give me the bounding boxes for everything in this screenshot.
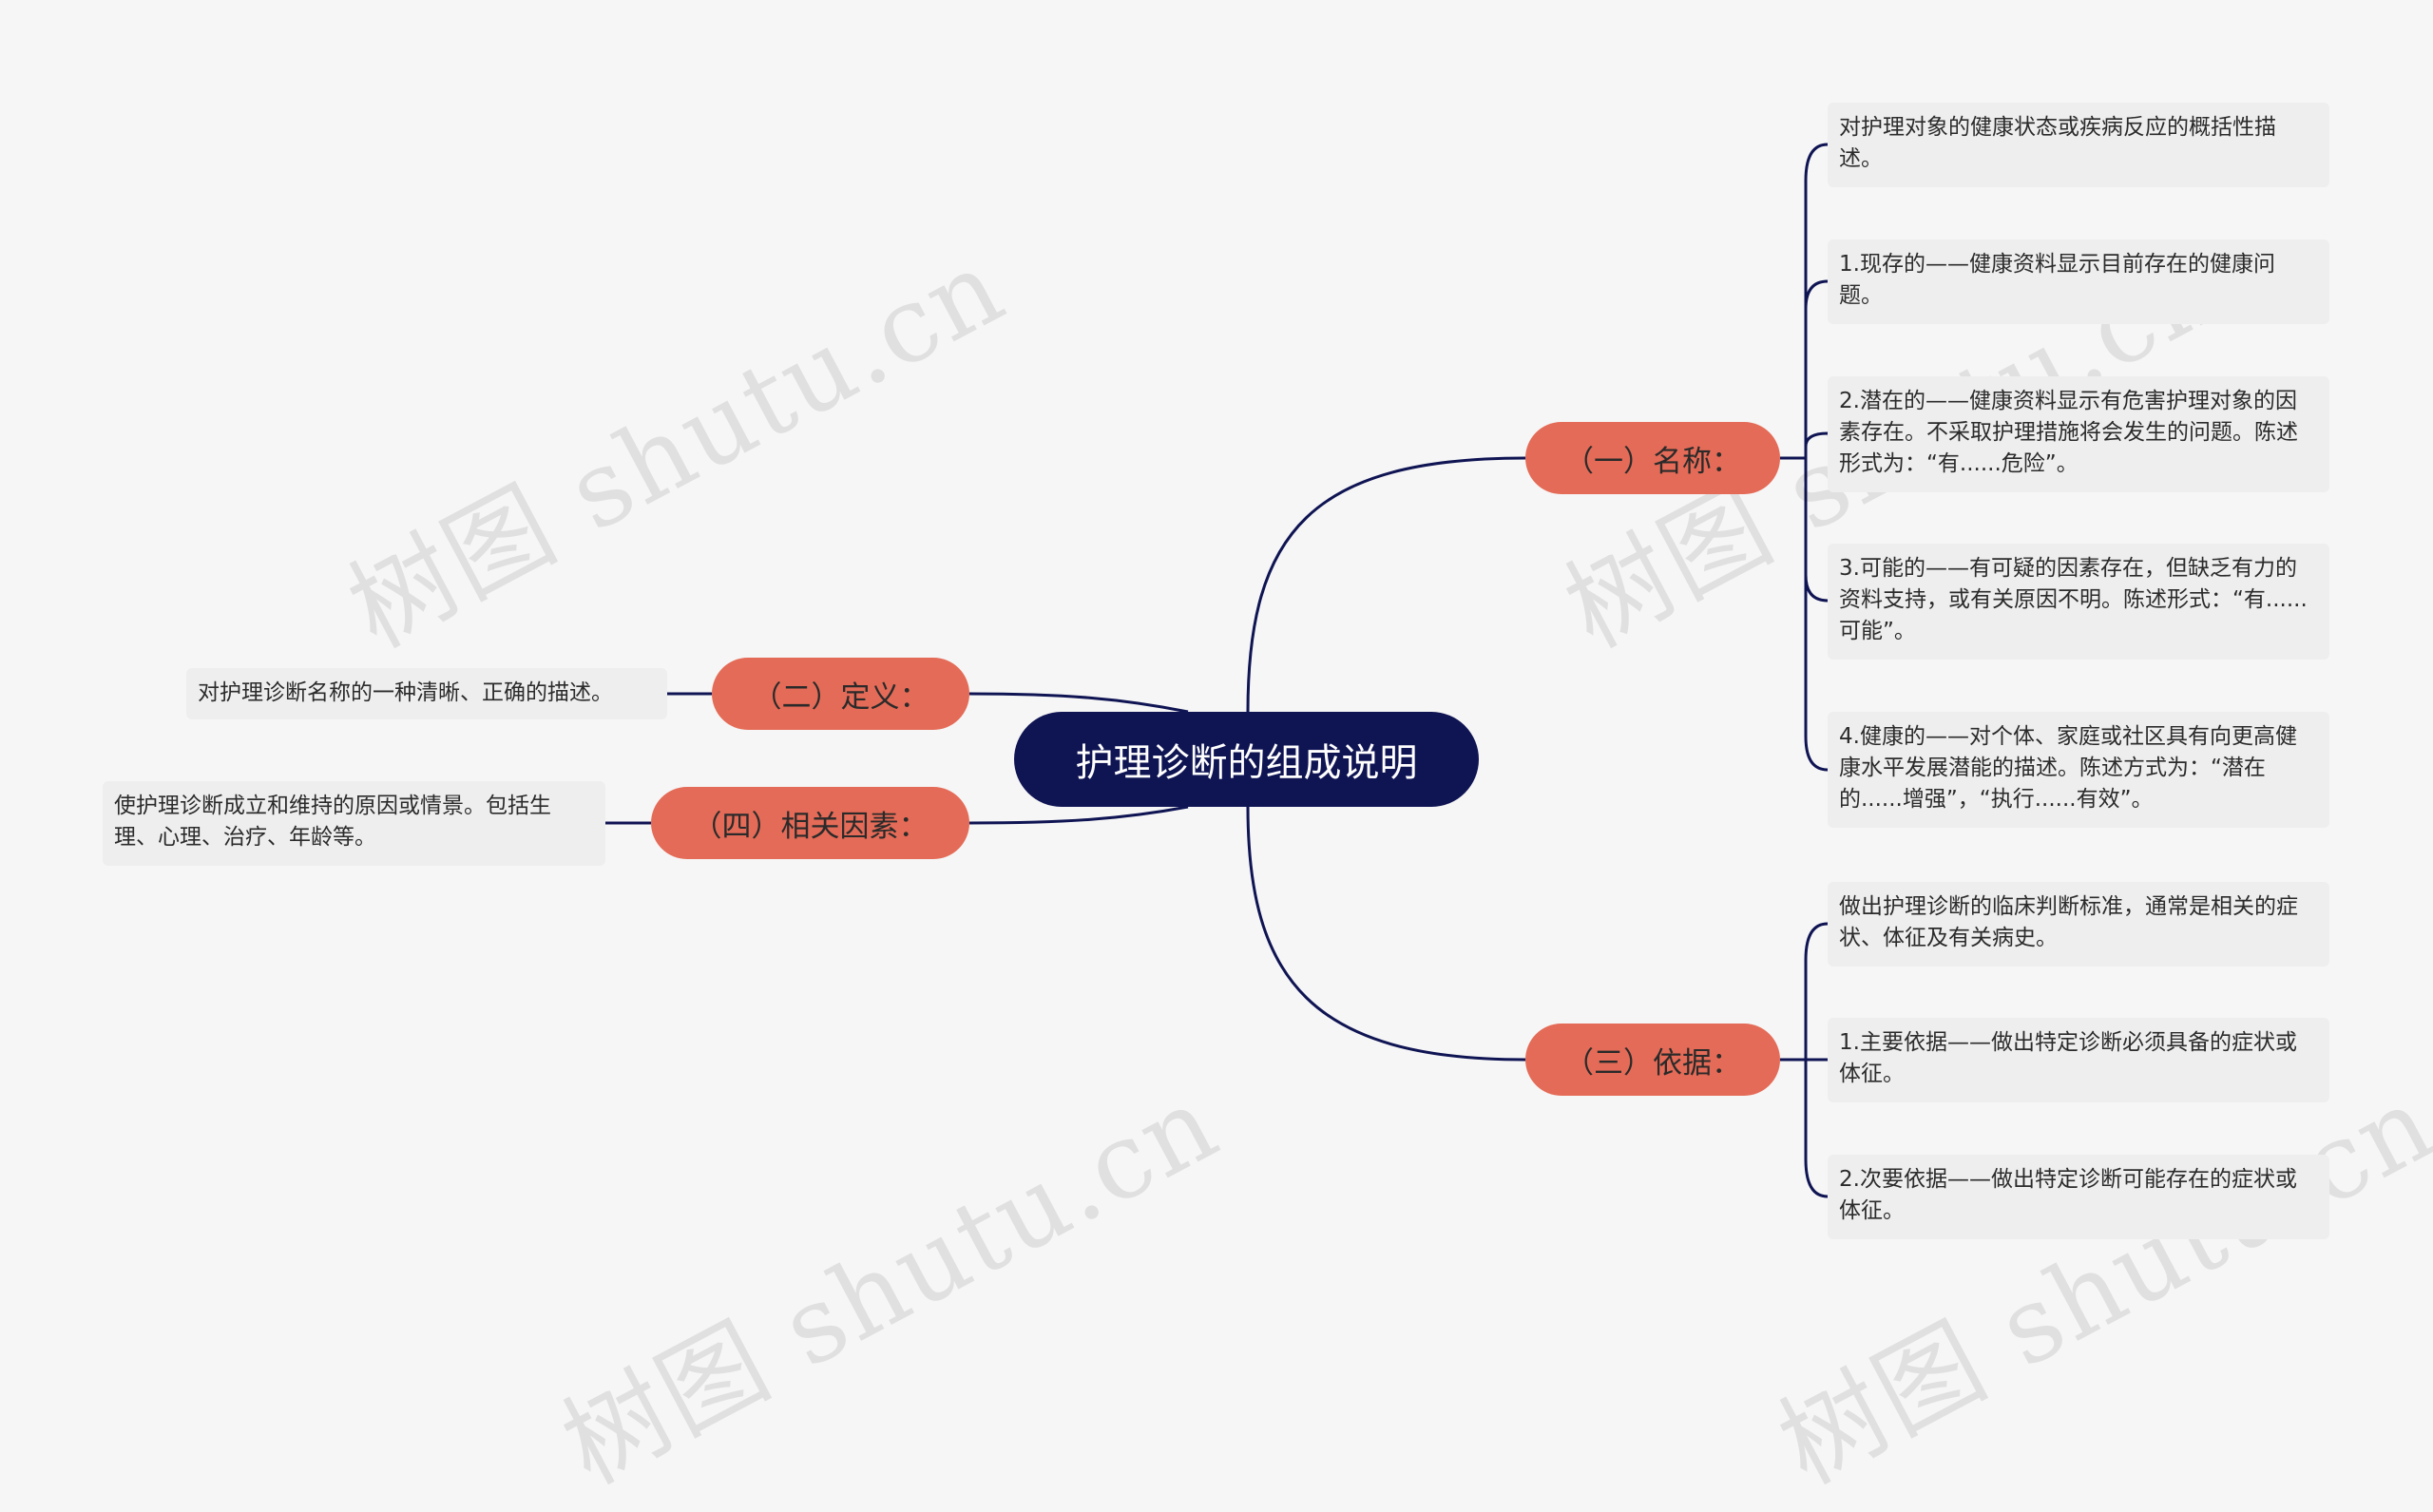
connector-root-basis	[1246, 806, 1526, 1062]
connector-basis-leaf-1	[1804, 922, 1829, 1060]
root-topic[interactable]: 护理诊断的组成说明	[1014, 712, 1479, 807]
branch-name[interactable]: （一）名称：	[1525, 422, 1780, 494]
leaf-name-1[interactable]: 对护理对象的健康状态或疾病反应的概括性描述。	[1828, 103, 2329, 187]
connector-root-definition	[968, 692, 1189, 714]
connector-lines	[605, 143, 1829, 1198]
connector-name-leaf-1	[1804, 143, 1829, 458]
connector-name-leaf-5	[1804, 458, 1829, 772]
leaf-factors-1[interactable]: 使护理诊断成立和维持的原因或情景。包括生理、心理、治疗、年龄等。	[103, 781, 605, 866]
branch-definition[interactable]: （二）定义：	[712, 658, 969, 730]
branch-basis[interactable]: （三）依据：	[1525, 1024, 1780, 1096]
connector-name-leaf-2	[1804, 279, 1829, 458]
connector-root-factors	[968, 805, 1189, 825]
leaf-basis-1[interactable]: 做出护理诊断的临床判断标准，通常是相关的症状、体征及有关病史。	[1828, 882, 2329, 967]
leaf-name-2[interactable]: 1.现存的——健康资料显示目前存在的健康问题。	[1828, 239, 2329, 324]
leaf-name-5[interactable]: 4.健康的——对个体、家庭或社区具有向更高健康水平发展潜能的描述。陈述方式为：“…	[1828, 712, 2329, 828]
leaf-name-3[interactable]: 2.潜在的——健康资料显示有危害护理对象的因素存在。不采取护理措施将会发生的问题…	[1828, 376, 2329, 492]
leaf-basis-3[interactable]: 2.次要依据——做出特定诊断可能存在的症状或体征。	[1828, 1155, 2329, 1239]
leaf-basis-2[interactable]: 1.主要依据——做出特定诊断必须具备的症状或体征。	[1828, 1018, 2329, 1102]
leaf-name-4[interactable]: 3.可能的——有可疑的因素存在，但缺乏有力的资料支持，或有关原因不明。陈述形式：…	[1828, 544, 2329, 660]
leaf-definition-1[interactable]: 对护理诊断名称的一种清晰、正确的描述。	[186, 668, 667, 719]
connector-basis-leaf-3	[1804, 1060, 1829, 1198]
branch-factors[interactable]: （四）相关因素：	[651, 787, 969, 859]
connector-name-leaf-3	[1804, 431, 1829, 458]
connector-root-name	[1246, 456, 1526, 713]
connector-name-leaf-4	[1804, 458, 1829, 603]
